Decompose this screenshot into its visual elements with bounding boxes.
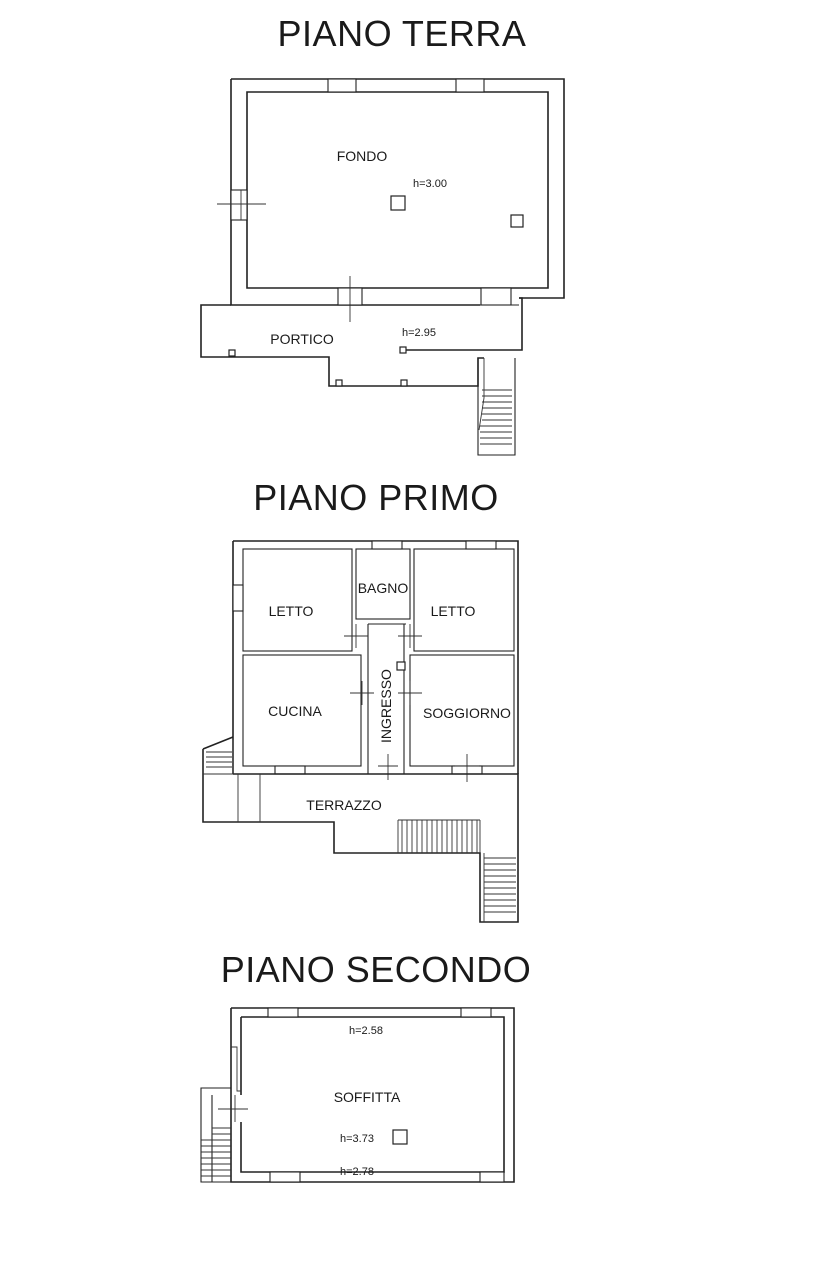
height-label: h=2.58 [349, 1025, 383, 1037]
secondo-outer-wall [230, 1007, 515, 1183]
window [267, 1007, 299, 1018]
piano-terra-title: PIANO TERRA [278, 13, 527, 54]
column [228, 349, 236, 357]
window [455, 78, 485, 93]
piano-secondo-title: PIANO SECONDO [221, 949, 532, 990]
room-label-soffitta: SOFFITTA [334, 1089, 401, 1105]
side-stair-rail [203, 740, 261, 822]
secondo-wall-step [231, 1046, 241, 1092]
fondo-inner-wall [246, 91, 549, 289]
window [480, 287, 512, 306]
column [390, 195, 406, 211]
window [232, 584, 244, 612]
room-letto-right [413, 548, 515, 652]
front-stair-steps [401, 820, 516, 913]
portico-wall [200, 297, 523, 387]
column [510, 214, 524, 228]
window [274, 765, 306, 775]
door-marks [344, 624, 479, 782]
secondo-stair-outline [200, 1087, 231, 1183]
column [392, 1129, 408, 1145]
window [460, 1007, 492, 1018]
side-stair-steps [206, 751, 232, 768]
window [327, 78, 357, 93]
height-label: h=3.73 [340, 1133, 374, 1145]
window [230, 189, 248, 221]
room-label-portico: PORTICO [270, 331, 334, 347]
height-label: h=3.00 [413, 178, 447, 190]
room-label-letto: LETTO [269, 603, 314, 619]
room-label-letto: LETTO [431, 603, 476, 619]
plan-piano-primo: PIANO PRIMO [202, 477, 519, 923]
window [269, 1171, 301, 1183]
staircase-outline [477, 358, 516, 456]
room-label-terrazzo: TERRAZZO [306, 797, 382, 813]
ingresso-walls [367, 623, 406, 774]
room-label-fondo: FONDO [337, 148, 388, 164]
piano-primo-title: PIANO PRIMO [253, 477, 499, 518]
window [371, 540, 403, 550]
room-label-ingresso: INGRESSO [378, 669, 394, 743]
primo-outer-wall [232, 540, 519, 774]
column [335, 379, 343, 387]
height-label: h=2.78 [340, 1166, 374, 1178]
window [465, 540, 497, 550]
secondo-stair-steps [201, 1127, 231, 1177]
front-stair-outline [397, 819, 485, 922]
room-label-cucina: CUCINA [268, 703, 322, 719]
staircase-steps [480, 389, 512, 445]
plan-piano-secondo: PIANO SECONDO h=2.58 SOFFITTA [200, 949, 532, 1183]
plan-piano-terra: PIANO TERRA [200, 13, 565, 456]
column [396, 661, 406, 671]
room-label-soggiorno: SOGGIORNO [423, 705, 511, 721]
column [399, 346, 407, 354]
staircase-rail [478, 358, 485, 431]
column [400, 379, 408, 387]
window [479, 1171, 505, 1183]
room-label-bagno: BAGNO [358, 580, 409, 596]
room-letto-left [242, 548, 353, 652]
fondo-outer-wall [230, 78, 565, 306]
height-label: h=2.95 [402, 327, 436, 339]
